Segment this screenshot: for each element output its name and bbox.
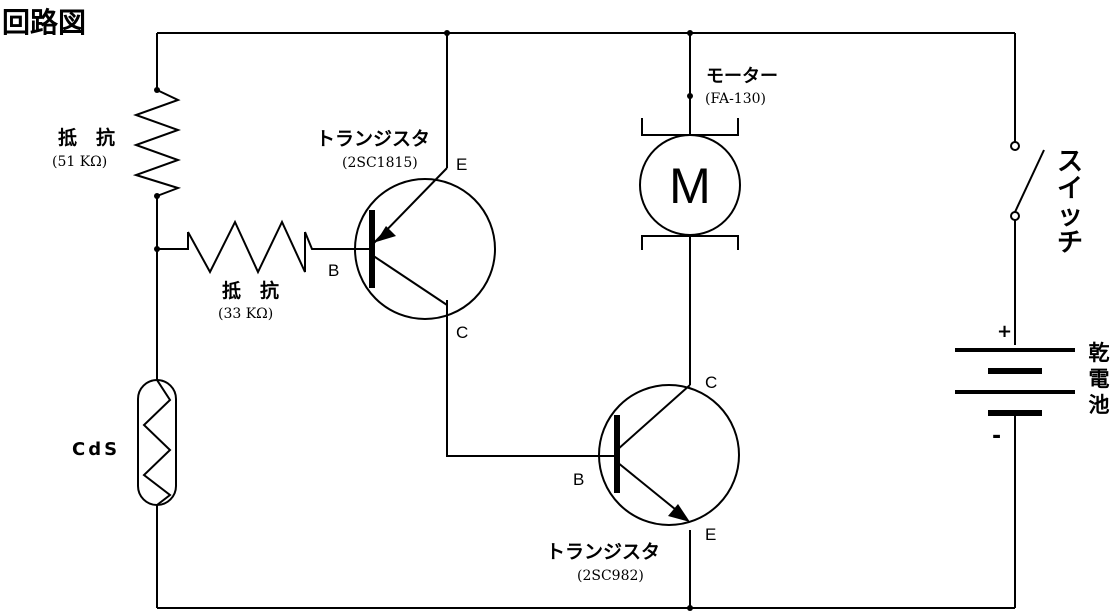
motor: M モーター (FA-130) [639, 66, 778, 250]
t2-circle [598, 384, 740, 526]
switch-contact-bottom [1010, 211, 1020, 221]
t2-emitter-arrow [668, 504, 690, 522]
transistor-1815: トランジスタ (2SC1815) E B C [316, 128, 496, 342]
resistor-33k-label: 抵 抗 [222, 279, 279, 302]
transistor-982: トランジスタ (2SC982) C B E [546, 373, 740, 584]
switch: ス イ ッ チ [1010, 141, 1083, 258]
t1-pin-c: C [456, 323, 468, 342]
t2-pin-c: C [705, 373, 717, 392]
t2-collector-line [616, 384, 691, 451]
wires [156, 32, 1016, 609]
t1-pin-b: B [328, 261, 339, 280]
t1-name: トランジスタ [316, 128, 430, 150]
resistor-33k-symbol [187, 219, 306, 275]
junction-dot [154, 246, 160, 252]
r2-right-lead [304, 231, 370, 250]
t2-part: (2SC982) [577, 568, 644, 584]
t1-circle [354, 178, 496, 320]
battery-label-char: 池 [1089, 393, 1110, 417]
switch-contact-top [1010, 141, 1020, 151]
t1-collector-line [371, 254, 448, 306]
junction-dot [687, 93, 693, 99]
resistor-51k-symbol [132, 89, 182, 197]
motor-name: モーター [706, 66, 778, 87]
resistor-51k-value: (51 KΩ) [52, 154, 107, 170]
battery: + - 乾 電 池 [955, 321, 1110, 449]
cds-zigzag [142, 379, 172, 506]
motor-part: (FA-130) [705, 91, 766, 107]
junction-dot [444, 30, 450, 36]
battery-minus: - [992, 424, 1001, 449]
switch-label-char: ス [1057, 147, 1083, 177]
switch-label-char: チ [1057, 228, 1083, 258]
r2-left-lead [157, 232, 189, 250]
junction-dot [687, 605, 693, 611]
junction-dot [687, 30, 693, 36]
motor-circle [639, 134, 741, 236]
battery-plus: + [997, 321, 1012, 342]
switch-lever [1014, 149, 1045, 213]
t1-part: (2SC1815) [342, 155, 418, 171]
t2-name: トランジスタ [546, 541, 660, 563]
diagram-title: 回路図 [2, 6, 86, 39]
resistor-51k-label: 抵 抗 [58, 126, 115, 149]
cds-label: CdS [72, 439, 120, 460]
t1-pin-e: E [456, 155, 467, 174]
t1-collector-wire [446, 300, 620, 457]
motor-symbol: M [669, 158, 711, 214]
t1-emitter-arrow [376, 226, 396, 242]
switch-label-char: ッ [1057, 201, 1083, 231]
battery-label-char: 電 [1089, 367, 1110, 391]
battery-label-char: 乾 [1089, 341, 1110, 365]
resistor-33k-value: (33 KΩ) [218, 306, 273, 322]
switch-label-char: イ [1057, 174, 1083, 204]
t2-pin-b: B [573, 470, 584, 489]
t2-pin-e: E [705, 525, 716, 544]
